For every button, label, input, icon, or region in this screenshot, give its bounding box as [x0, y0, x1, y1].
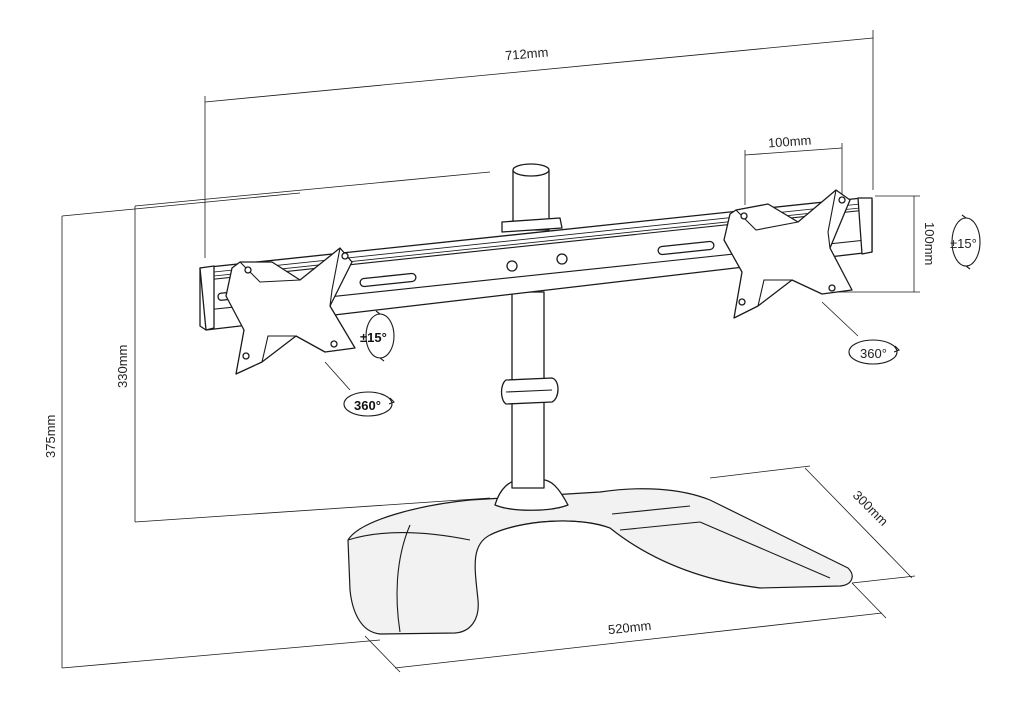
- dim-bracket-height-label: 100mm: [922, 222, 937, 265]
- right-rotate-label: 360°: [860, 346, 887, 361]
- right-tilt-indicator: [951, 214, 981, 270]
- left-tilt-label: ±15°: [360, 330, 387, 345]
- left-rotate-indicator: [324, 361, 395, 417]
- dim-base-width-label: 520mm: [607, 618, 652, 637]
- left-tilt-indicator: [365, 310, 395, 362]
- left-vesa-bracket: [225, 247, 356, 375]
- right-tilt-label: ±15°: [950, 236, 977, 251]
- dim-base-depth-label: 300mm: [850, 488, 891, 529]
- left-rotate-label: 360°: [354, 398, 381, 413]
- stand-base: [347, 479, 853, 635]
- dimension-lines: [61, 30, 920, 673]
- dim-bracket-spacing-label: 100mm: [767, 133, 811, 151]
- right-rotate-indicator: [821, 301, 900, 365]
- dim-overall-width-label: 712mm: [504, 44, 549, 63]
- dim-arm-height-label: 330mm: [115, 345, 130, 388]
- support-pole: [500, 163, 563, 489]
- right-vesa-bracket: [723, 189, 853, 319]
- dim-total-height-label: 375mm: [43, 415, 58, 458]
